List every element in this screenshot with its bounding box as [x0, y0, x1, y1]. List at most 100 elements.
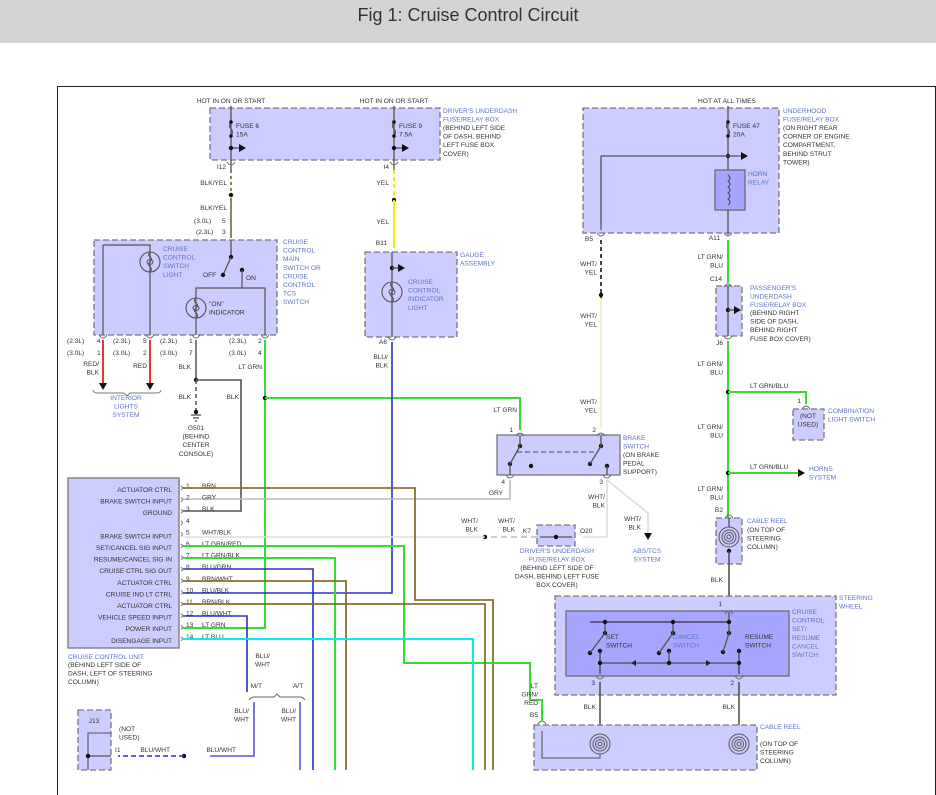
wire-blu-grn-pin8 [183, 568, 314, 770]
conn-brake-4 [505, 474, 515, 479]
ccu-location: COLUMN) [68, 679, 99, 686]
passenger-box-location: SIDE OF DASH, [750, 319, 799, 326]
fuse6-label: 15A [236, 132, 248, 139]
j13-box [77, 709, 112, 771]
cruise-indicator-light-label: LIGHT [408, 305, 427, 312]
junction-dot [193, 409, 199, 415]
pin-23l-num: 1 [189, 338, 193, 345]
conn-sw-2 [734, 675, 744, 680]
ms-internal-bulb [103, 244, 151, 335]
ccu-wire-label: BLU/WHT [202, 611, 232, 618]
junction-dot [391, 145, 397, 151]
horn-relay-label: RELAY [748, 180, 770, 187]
brake-switch-label: BRAKE [623, 435, 646, 442]
wire-blu-wht-pin12 [183, 615, 248, 692]
ccu-connector-icon [180, 590, 183, 595]
ccu-pin-label: CRUISE IND LT CTRL [106, 591, 172, 598]
drivers-fuse-box-label: DRIVER'S UNDERDASH [443, 108, 517, 115]
cancel-switch-label: CANCEL [673, 634, 700, 641]
wire-lt-grn-power [183, 340, 266, 629]
cable-reel-top-location: COLUMN) [747, 544, 778, 551]
brake-switch-label: SWITCH [623, 444, 649, 451]
conn-j6 [723, 335, 733, 340]
resume-switch-label: RESUME [745, 634, 774, 641]
junction-dot [736, 660, 742, 666]
reel-coil [726, 534, 732, 540]
drivers-fuse-box-location: OF DASH, BEHIND [443, 134, 501, 141]
reel-coil [734, 739, 744, 749]
at-label: A/T [293, 683, 303, 690]
wire-label-wht-yel-2: WHT/ [580, 313, 597, 320]
wire-label-lt-grn-blu-1: BLU [710, 263, 723, 270]
ccu-connector-icon [180, 636, 183, 642]
ccu-pin-num: 8 [186, 564, 190, 571]
cruise-switch-label: CANCEL [792, 643, 819, 650]
horns-system-label: HORNS [809, 466, 833, 473]
combo-not-used: (NOT [800, 413, 816, 420]
junction-dot [670, 619, 676, 625]
fuse-terminal [229, 134, 233, 138]
junction-dot [602, 619, 608, 625]
conn-k7-label: K7 [523, 528, 531, 535]
ground-g501-label: CENTER [182, 442, 209, 449]
main-switch-label: SWITCH [283, 299, 309, 306]
wire-brn-wht-pin9 [183, 580, 347, 770]
interior-arrow-icon-2 [146, 383, 154, 390]
interior-lights-label: SYSTEM [112, 412, 139, 419]
wire-label-blk-3: BLK [227, 394, 240, 401]
junction-dot [553, 534, 559, 540]
wire-label-blu-wht-1: BLU/ [255, 653, 270, 660]
pin-23l-num: 2 [258, 338, 262, 345]
wire-wht-blk-abs [606, 479, 649, 533]
sw-pin-3: 3 [591, 680, 595, 687]
wire-label-blu-wht-1: WHT [255, 662, 270, 669]
diode-icon-1 [631, 660, 636, 666]
fuse9-label: FUSE 9 [399, 123, 422, 130]
interior-lights-label: LIGHTS [114, 404, 138, 411]
hot-label-1: HOT IN ON OR START [197, 98, 266, 105]
ccu-pin-label: ACTUATOR CTRL [117, 580, 172, 587]
ccu-wire-label: LT GRN/RED [202, 541, 242, 548]
cruise-control-unit-box [67, 477, 180, 649]
switch-blade-1 [658, 632, 674, 654]
pin-30l-num: 7 [189, 350, 193, 357]
junction-dot [597, 660, 603, 666]
wire-label-blu-wht-4: BLU/WHT [140, 747, 170, 754]
ccu-pin-num: 14 [186, 634, 194, 641]
ccu-connector-icon [180, 555, 183, 560]
drivers-fuse-box-location: (BEHIND LEFT SIDE [443, 125, 506, 132]
wire-label-blk-sw-l: BLK [584, 704, 597, 711]
ccu-wire-label: BRN [202, 483, 216, 490]
wire-lt-grn-blu-combo [728, 391, 807, 404]
wire-label-lt-grn-blu-6: BLU [710, 495, 723, 502]
wire-label-blk-1: BLK [179, 364, 192, 371]
pin-30l-num: 4 [258, 350, 262, 357]
wire-label-blk-yel-1: BLK/YEL [200, 180, 227, 187]
wire-label-wht-yel-1: WHT/ [580, 261, 597, 268]
ccu-pin-num: 2 [186, 495, 190, 502]
ccu-wire-label: BRN/WHT [202, 576, 233, 583]
fuse9-arrow-icon [402, 144, 409, 152]
hot-label-2: HOT IN ON OR START [360, 98, 429, 105]
ccu-wire-label: GRY [202, 495, 217, 502]
wire-label-wht-blk-3: WHT/ [461, 518, 478, 525]
conn-i12 [226, 161, 236, 166]
k7-box-label: FUSE/RELAY BOX [529, 557, 586, 564]
brake-switch-location: PEDAL [623, 461, 645, 468]
wire-label-lt-grn-blu-5: LT GRN/BLU [750, 464, 788, 471]
cruise-switch-label: SET/ [792, 626, 807, 633]
wire-lt-grn-red-pin6 [183, 545, 531, 700]
bulb-core [192, 305, 200, 311]
wire-label-lt-grn-blu-2: LT GRN/ [698, 361, 724, 368]
underhood-label: UNDERHOOD [783, 108, 826, 115]
wire-label-blu-blk: BLK [376, 363, 389, 370]
wire-lt-grn-blk-pin7 [183, 557, 336, 770]
ground-g501-label: CONSOLE) [179, 451, 213, 458]
wire-label-lt-grn-red: RED [524, 700, 538, 707]
reel-coil [595, 739, 605, 749]
conn-b5-bottom [537, 720, 547, 725]
wire-label-brake-in: LT GRN [493, 407, 517, 414]
ccu-pin-num: 3 [186, 506, 190, 513]
fuse-terminal [392, 120, 396, 124]
